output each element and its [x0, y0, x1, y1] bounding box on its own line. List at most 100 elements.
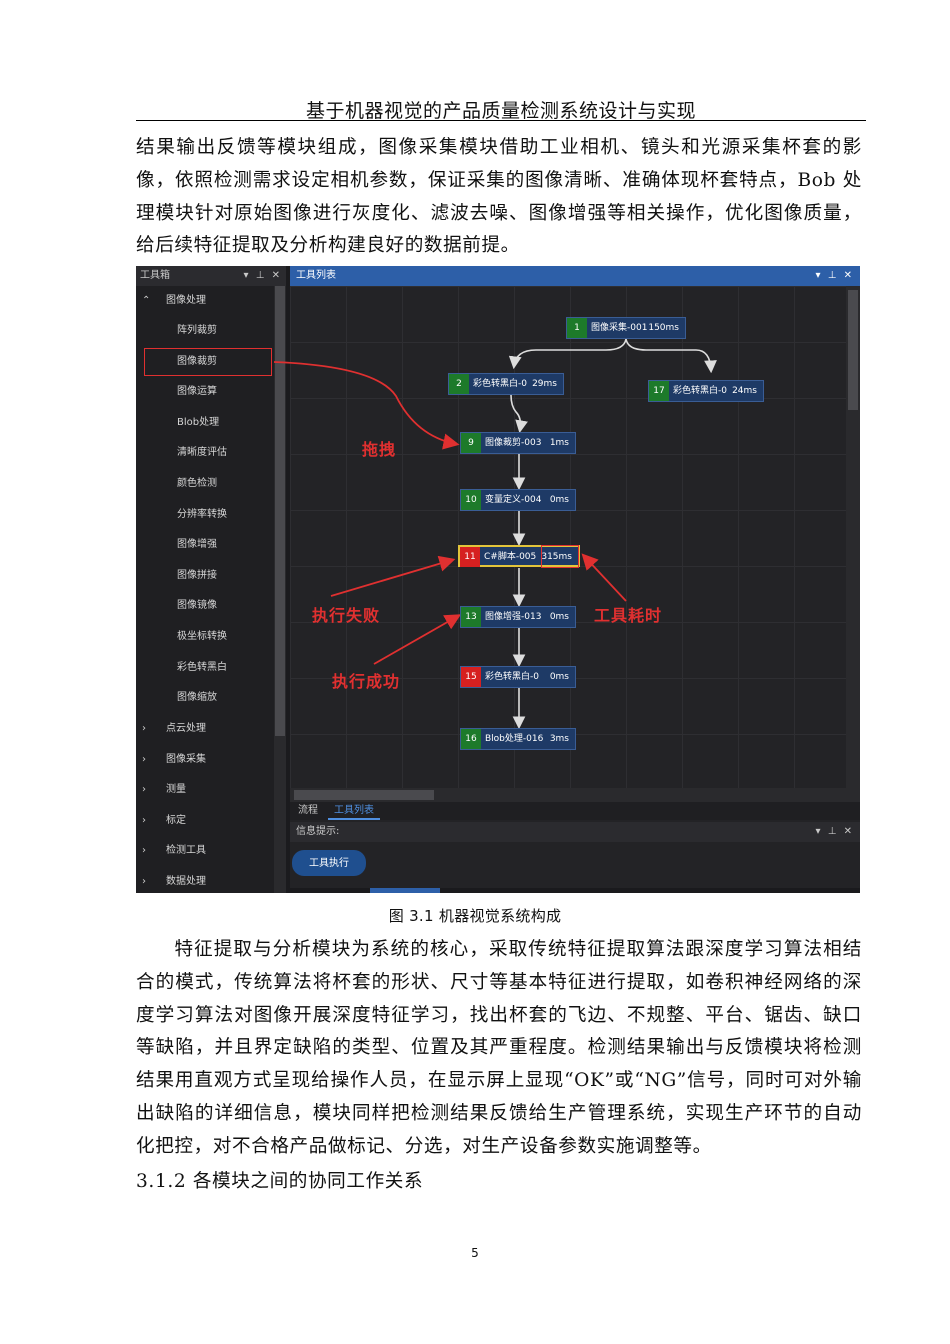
figure-caption: 图 3.1 机器视觉系统构成 — [388, 907, 562, 925]
toolbox-item-label: 分辨率转换 — [177, 508, 227, 520]
toolbox-item[interactable]: 图像增强 — [136, 535, 274, 555]
toolbox-item[interactable]: 清晰度评估 — [136, 443, 274, 463]
tree-group-label: 图像采集 — [166, 753, 206, 765]
toolbox-item-label: 阵列裁剪 — [177, 325, 217, 336]
tree-group-label: 图像处理 — [166, 295, 206, 306]
annotation-success: 执行成功 — [332, 672, 401, 691]
tree-group[interactable]: ›点云处理 — [136, 719, 274, 739]
scroll-thumb[interactable] — [848, 290, 858, 410]
flow-node[interactable]: 11 C#脚本-005 315ms — [458, 545, 580, 567]
collapse-icon: ⌃ — [142, 295, 151, 306]
annotation-drag: 拖拽 — [362, 440, 397, 459]
toolbox-item[interactable]: 图像缩放 — [136, 688, 274, 708]
tool-list-window-controls[interactable]: ▾ ⊥ ✕ — [815, 270, 854, 281]
execute-tool-button[interactable]: 工具执行 — [292, 850, 366, 876]
toolbox-item-label: 图像镜像 — [177, 600, 217, 612]
node-name: Blob处理-016 — [485, 734, 544, 744]
node-time: 315ms — [541, 552, 572, 562]
node-name: 彩色转黑白-0 — [485, 672, 539, 682]
tree-group[interactable]: › 数据处理 — [136, 872, 274, 892]
node-num: 16 — [461, 729, 481, 749]
expand-icon: › — [142, 723, 146, 734]
tree-group-label: 检测工具 — [166, 845, 206, 857]
toolbox-item[interactable]: Blob处理 — [136, 413, 274, 433]
toolbox-panel: 工具箱 ▾ ⊥ ✕ ⌃ 图像处理 阵列裁剪图像裁剪图像运算 Blob处理清晰度评估… — [136, 266, 286, 893]
annotation-time: 工具耗时 — [594, 606, 663, 625]
status-strip — [290, 888, 860, 893]
connector-1-2 — [508, 338, 627, 370]
toolbox-item-label: 图像运算 — [177, 386, 217, 398]
node-time: 150ms — [648, 323, 679, 333]
vertical-scrollbar[interactable] — [846, 286, 860, 788]
toolbox-item-label: Blob处理 — [177, 416, 220, 428]
time-cost-highlight — [541, 545, 579, 568]
figure-screenshot: 工具箱 ▾ ⊥ ✕ ⌃ 图像处理 阵列裁剪图像裁剪图像运算 Blob处理清晰度评估… — [136, 266, 860, 893]
expand-icon: › — [142, 876, 146, 887]
time-arrow — [581, 553, 627, 602]
toolbox-item[interactable]: 彩色转黑白 — [136, 658, 274, 678]
paragraph-1: 结果输出反馈等模块组成，图像采集模块借助工业相机、镜头和光源采集杯套的影像，依照… — [136, 137, 862, 257]
tree-group-label: 测量 — [166, 784, 186, 796]
toolbox-item-label: 极坐标转换 — [177, 631, 227, 642]
scroll-thumb[interactable] — [294, 790, 434, 800]
toolbox-item[interactable]: 图像运算 — [136, 382, 274, 402]
toolbox-scrollbar[interactable] — [274, 286, 286, 893]
expand-icon: › — [142, 814, 146, 826]
node-time: 29ms — [532, 379, 557, 389]
node-name: 彩色转黑白-0 — [673, 386, 727, 396]
toolbox-item[interactable]: 图像裁剪 — [136, 352, 274, 372]
tab-flow[interactable]: 流程 — [298, 805, 318, 816]
tool-list-title-bar: 工具列表 ▾ ⊥ ✕ — [290, 266, 860, 286]
toolbox-window-controls[interactable]: ▾ ⊥ ✕ — [243, 270, 282, 281]
node-num: 2 — [449, 374, 469, 394]
tree-group-image-processing[interactable]: ⌃ 图像处理 — [136, 291, 274, 311]
fail-arrow — [330, 555, 456, 597]
tree-group[interactable]: ›测量 — [136, 780, 274, 800]
toolbox-item[interactable]: 图像镜像 — [136, 596, 274, 616]
panel-tabs: 流程 工具列表 — [290, 802, 860, 820]
toolbox-item[interactable]: 颜色检测 — [136, 474, 274, 494]
node-time: 0ms — [549, 495, 569, 505]
toolbox-item-label: 颜色检测 — [177, 478, 217, 489]
running-head: 基于机器视觉的产品质量检测系统设计与实现 — [305, 100, 696, 122]
tree-group-label: 标定 — [166, 814, 186, 826]
node-num: 11 — [460, 547, 480, 567]
toolbox-item[interactable]: 分辨率转换 — [136, 505, 274, 525]
toolbox-item[interactable]: 极坐标转换 — [136, 627, 274, 647]
connector-1-17 — [625, 338, 717, 374]
toolbox-item-label: 彩色转黑白 — [177, 661, 227, 673]
node-num: 10 — [461, 490, 481, 510]
paragraph-2: 特征提取与分析模块为系统的核心，采取传统特征提取算法跟深度学习算法相结合的模式，… — [136, 934, 862, 1164]
drag-source-highlight — [144, 348, 272, 376]
tree-group-label: 数据处理 — [166, 876, 206, 887]
tool-list-title: 工具列表 — [296, 270, 336, 281]
scroll-thumb[interactable] — [275, 286, 285, 736]
node-name: C#脚本-005 — [484, 552, 537, 562]
flow-canvas[interactable] — [290, 286, 846, 788]
info-label: 信息提示: — [296, 826, 340, 837]
flow-node[interactable]: 2 彩色转黑白-0 29ms — [448, 373, 564, 395]
horizontal-scrollbar[interactable] — [290, 788, 860, 802]
node-time: 1ms — [549, 438, 569, 448]
node-num: 1 — [567, 318, 587, 338]
toolbox-item[interactable]: 阵列裁剪 — [136, 321, 274, 341]
tree-group[interactable]: ›图像采集 — [136, 750, 274, 770]
toolbox-item[interactable]: 图像拼接 — [136, 566, 274, 586]
tree-group[interactable]: › 标定 — [136, 811, 274, 831]
flow-connectors — [273, 338, 717, 730]
node-name: 彩色转黑白-0 — [473, 379, 527, 389]
node-time: 0ms — [549, 612, 569, 622]
tab-tool-list[interactable]: 工具列表 — [328, 802, 380, 820]
toolbox-title: 工具箱 — [140, 270, 170, 281]
info-bar: 信息提示: ▾ ⊥ ✕ — [290, 822, 860, 842]
tree-group[interactable]: › 检测工具 — [136, 841, 274, 861]
expand-icon: › — [142, 845, 146, 857]
info-window-controls[interactable]: ▾ ⊥ ✕ — [815, 826, 854, 837]
